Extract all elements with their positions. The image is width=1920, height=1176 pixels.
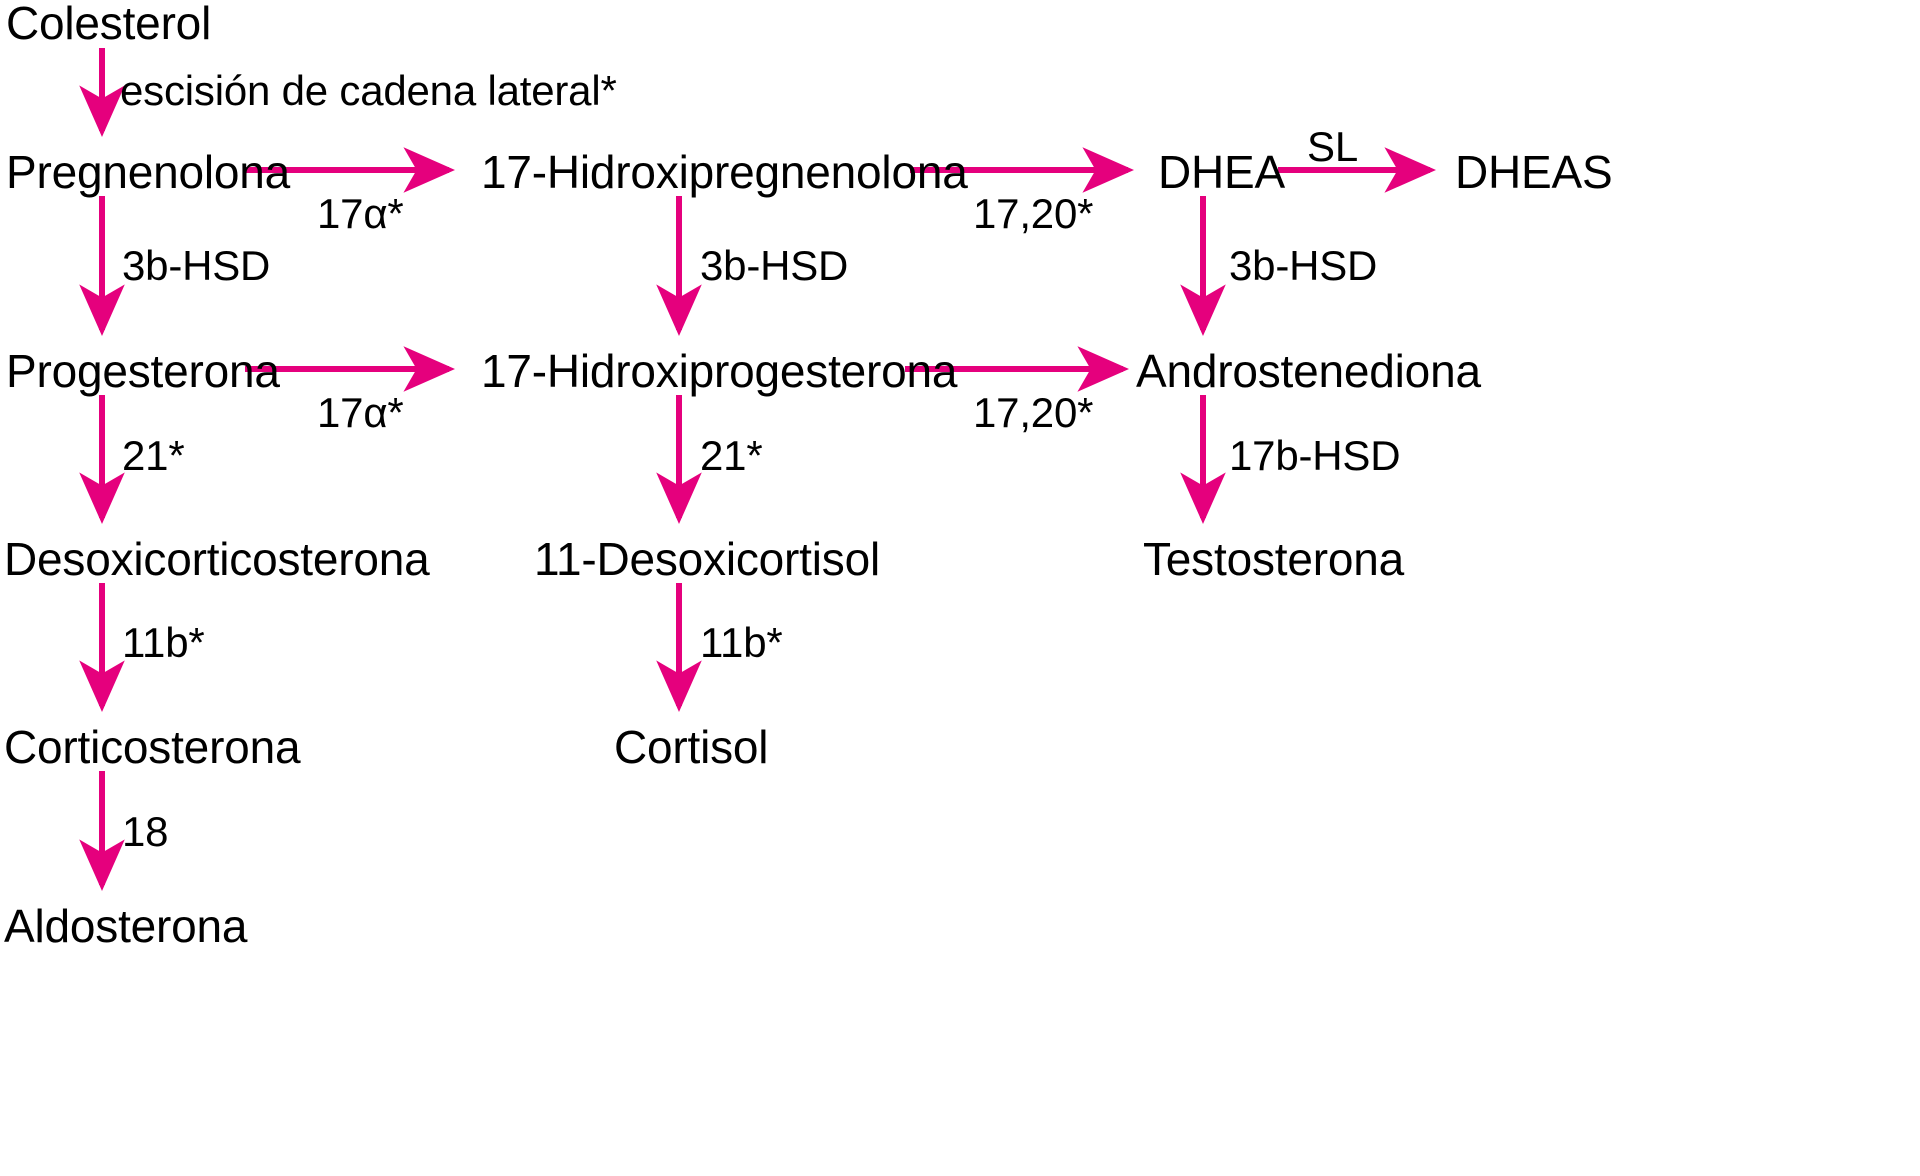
node-corticosterona: Corticosterona [4,721,301,773]
node-colesterol: Colesterol [6,0,212,49]
enzyme-label-3b-hsd-col2: 3b-HSD [700,242,849,289]
enzyme-label-11b-mid: 11b* [700,619,783,666]
node-androstenediona: Androstenediona [1136,345,1481,397]
node-11-desoxicortisol: 11-Desoxicortisol [534,533,880,585]
node-cortisol: Cortisol [614,721,769,773]
enzyme-label-17-20-row1: 17,20* [973,190,1094,237]
node-aldosterona: Aldosterona [4,900,248,952]
node-pregnenolona: Pregnenolona [6,146,291,198]
enzyme-label-3b-hsd-col1: 3b-HSD [122,242,271,289]
enzyme-label-17alpha-row2: 17α* [317,389,404,436]
enzyme-label-21-left: 21* [122,432,185,479]
enzyme-label-21-mid: 21* [700,432,763,479]
enzyme-label-3b-hsd-col3: 3b-HSD [1229,242,1378,289]
enzyme-label-sl: SL [1307,123,1358,170]
node-dhea: DHEA [1158,146,1286,198]
enzyme-label-escision-cadena-lateral: escisión de cadena lateral* [120,67,617,114]
node-progesterona: Progesterona [6,345,280,397]
node-testosterona: Testosterona [1143,533,1404,585]
node-17-hidroxipregnenolona: 17-Hidroxipregnenolona [481,146,968,198]
enzyme-label-11b-left: 11b* [122,619,205,666]
enzyme-label-17-20-row2: 17,20* [973,389,1094,436]
node-dheas: DHEAS [1455,146,1613,198]
enzyme-label-17alpha-row1: 17α* [317,190,404,237]
node-17-hidroxiprogesterona: 17-Hidroxiprogesterona [481,345,958,397]
enzyme-label-18: 18 [122,808,169,855]
enzyme-label-17b-hsd: 17b-HSD [1229,432,1401,479]
node-desoxicorticosterona: Desoxicorticosterona [4,533,430,585]
